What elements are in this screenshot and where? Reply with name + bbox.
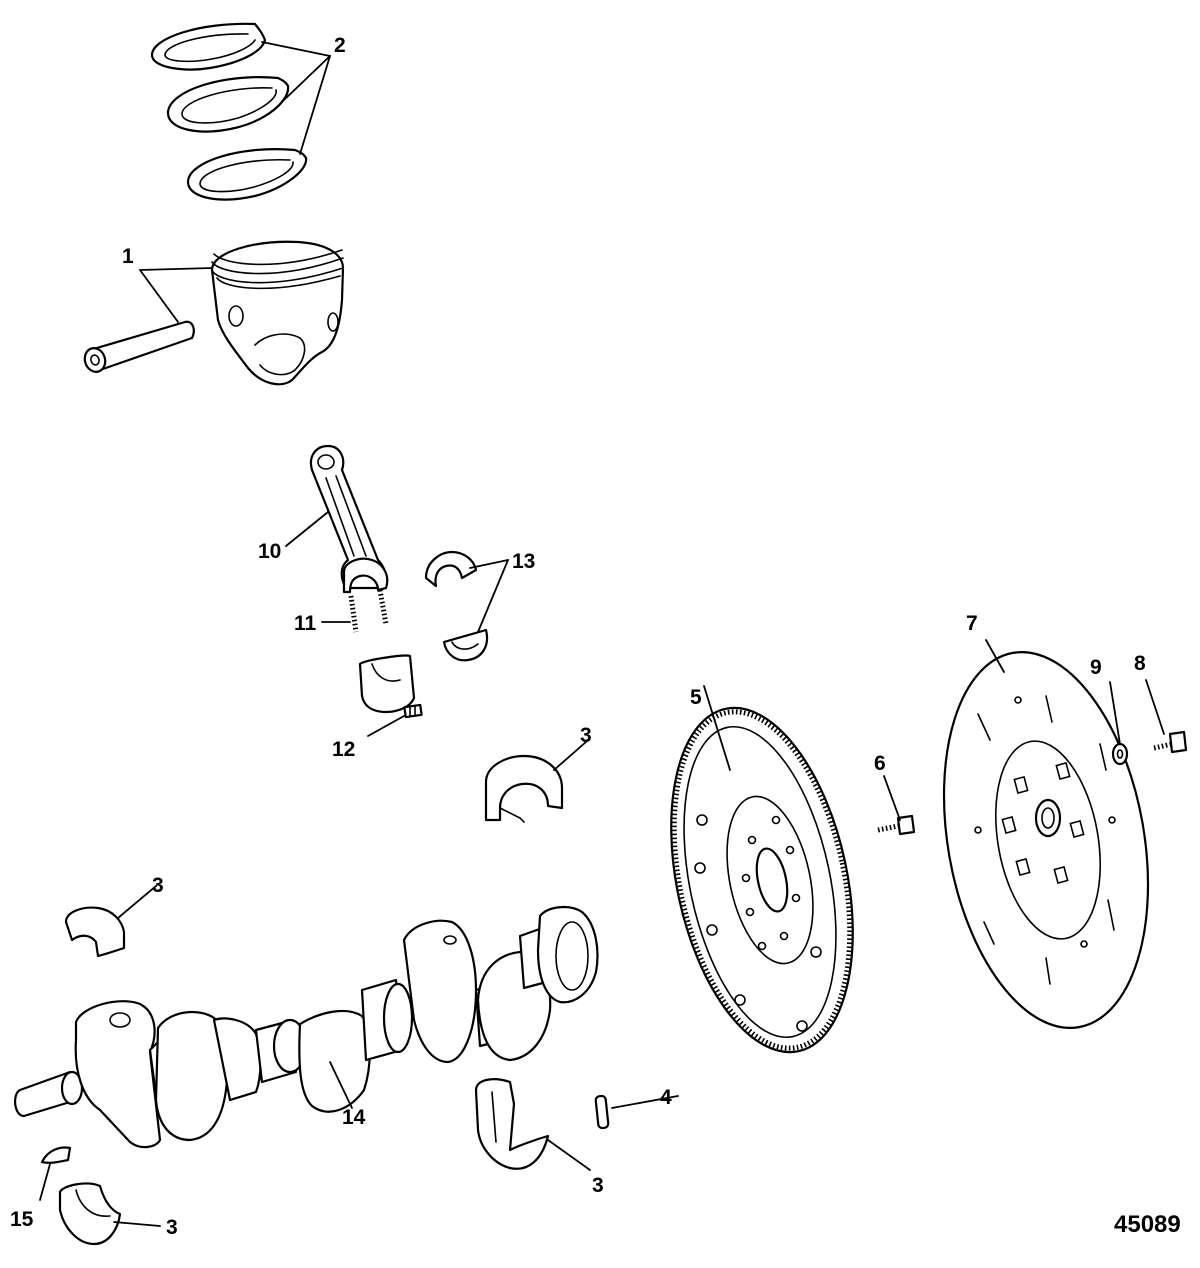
rod-bolt-right — [377, 589, 389, 625]
crankshaft — [14, 906, 599, 1149]
callout-14: 14 — [342, 1106, 366, 1129]
callout-3-lower-left: 3 — [166, 1216, 178, 1239]
callout-13: 13 — [512, 550, 535, 573]
flywheel — [670, 706, 854, 1054]
piston-ring-top — [150, 22, 267, 71]
wrist-pin — [83, 320, 195, 373]
leader-lines — [39, 41, 1165, 1227]
drive-plate — [942, 651, 1150, 1029]
callout-9: 9 — [1090, 656, 1102, 679]
piston — [210, 240, 345, 386]
callout-3-left: 3 — [152, 874, 164, 897]
callout-1: 1 — [122, 245, 134, 268]
rod-bearing-upper-insert — [424, 550, 478, 588]
callout-labels: 2 1 10 11 13 12 3 3 4 5 6 7 8 9 14 3 15 … — [10, 34, 1146, 1239]
washer — [1111, 742, 1129, 766]
callout-2: 2 — [334, 34, 346, 57]
rod-bearing-inserts — [424, 550, 489, 662]
main-bearing-left — [64, 906, 126, 958]
piston-ring-middle — [166, 76, 290, 133]
dowel-pin — [594, 1094, 610, 1130]
flywheel-bolt — [877, 814, 916, 836]
figure-number: 45089 — [1114, 1211, 1181, 1238]
woodruff-key — [40, 1146, 72, 1164]
piston-ring-bottom — [186, 148, 308, 201]
callout-8: 8 — [1134, 652, 1146, 675]
callout-12: 12 — [332, 738, 355, 761]
callout-5: 5 — [690, 686, 702, 709]
callout-4: 4 — [660, 1086, 672, 1109]
rod-nut — [403, 703, 423, 719]
callout-10: 10 — [258, 540, 281, 563]
drive-plate-bolt — [1153, 730, 1188, 754]
main-bearing-lower-left — [58, 1182, 122, 1246]
callout-3-lower-center: 3 — [592, 1174, 604, 1197]
rod-bearing-lower-insert — [442, 628, 489, 662]
callout-3-upper: 3 — [580, 724, 592, 747]
callout-15: 15 — [10, 1208, 34, 1231]
callout-6: 6 — [874, 752, 886, 775]
rod-bearing-lower — [358, 654, 416, 714]
main-bearing-lower-center — [474, 1078, 550, 1170]
main-bearing-upper — [484, 754, 564, 823]
piston-and-pin — [83, 240, 345, 386]
connecting-rod — [309, 444, 389, 633]
callout-7: 7 — [966, 612, 978, 635]
rod-bolt-left — [348, 595, 359, 633]
piston-rings — [150, 22, 308, 201]
callout-11: 11 — [294, 612, 317, 635]
